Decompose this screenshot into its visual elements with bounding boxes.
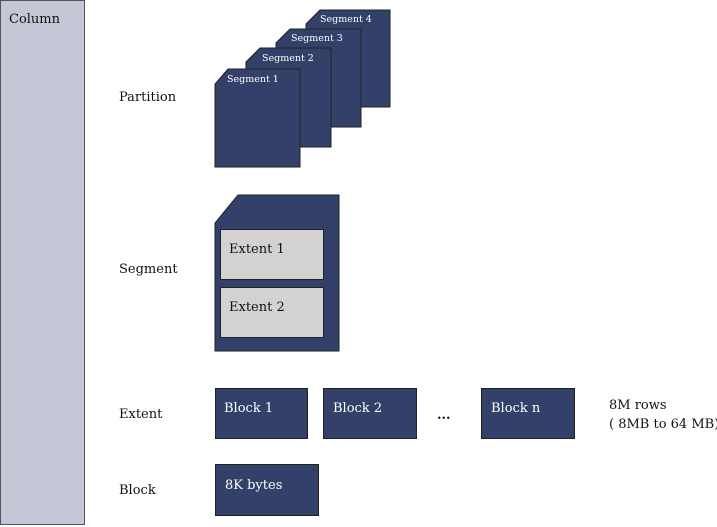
column-bar (0, 0, 85, 525)
block-1-label: Block 1 (224, 401, 274, 416)
extent-rows-note: 8M rows (609, 398, 667, 413)
block-2-box: Block 2 (323, 388, 417, 439)
block-size-label: 8K bytes (225, 478, 283, 493)
extent-1-box: Extent 1 (220, 229, 324, 280)
block-n-label: Block n (491, 401, 541, 416)
partition-row-label: Partition (119, 90, 177, 105)
partition-segment-1: Segment 1 (214, 68, 301, 168)
block-n-box: Block n (481, 388, 575, 439)
extent-size-note: ( 8MB to 64 MB) (609, 417, 717, 432)
column-label: Column (9, 12, 61, 27)
extent-row-label: Extent (119, 407, 163, 422)
extent-2-label: Extent 2 (229, 300, 285, 315)
block-size-box: 8K bytes (215, 464, 319, 516)
block-row-label: Block (119, 483, 156, 498)
blocks-ellipsis: ... (437, 408, 451, 423)
extent-1-label: Extent 1 (229, 242, 285, 257)
segment-row-label: Segment (119, 262, 178, 277)
block-2-label: Block 2 (333, 401, 383, 416)
partition-segment-2-label: Segment 2 (262, 53, 314, 64)
partition-segment-1-label: Segment 1 (227, 74, 279, 85)
extent-2-box: Extent 2 (220, 287, 324, 338)
block-1-box: Block 1 (215, 388, 308, 439)
partition-segment-3-label: Segment 3 (291, 33, 343, 44)
partition-segment-4-label: Segment 4 (320, 14, 372, 25)
